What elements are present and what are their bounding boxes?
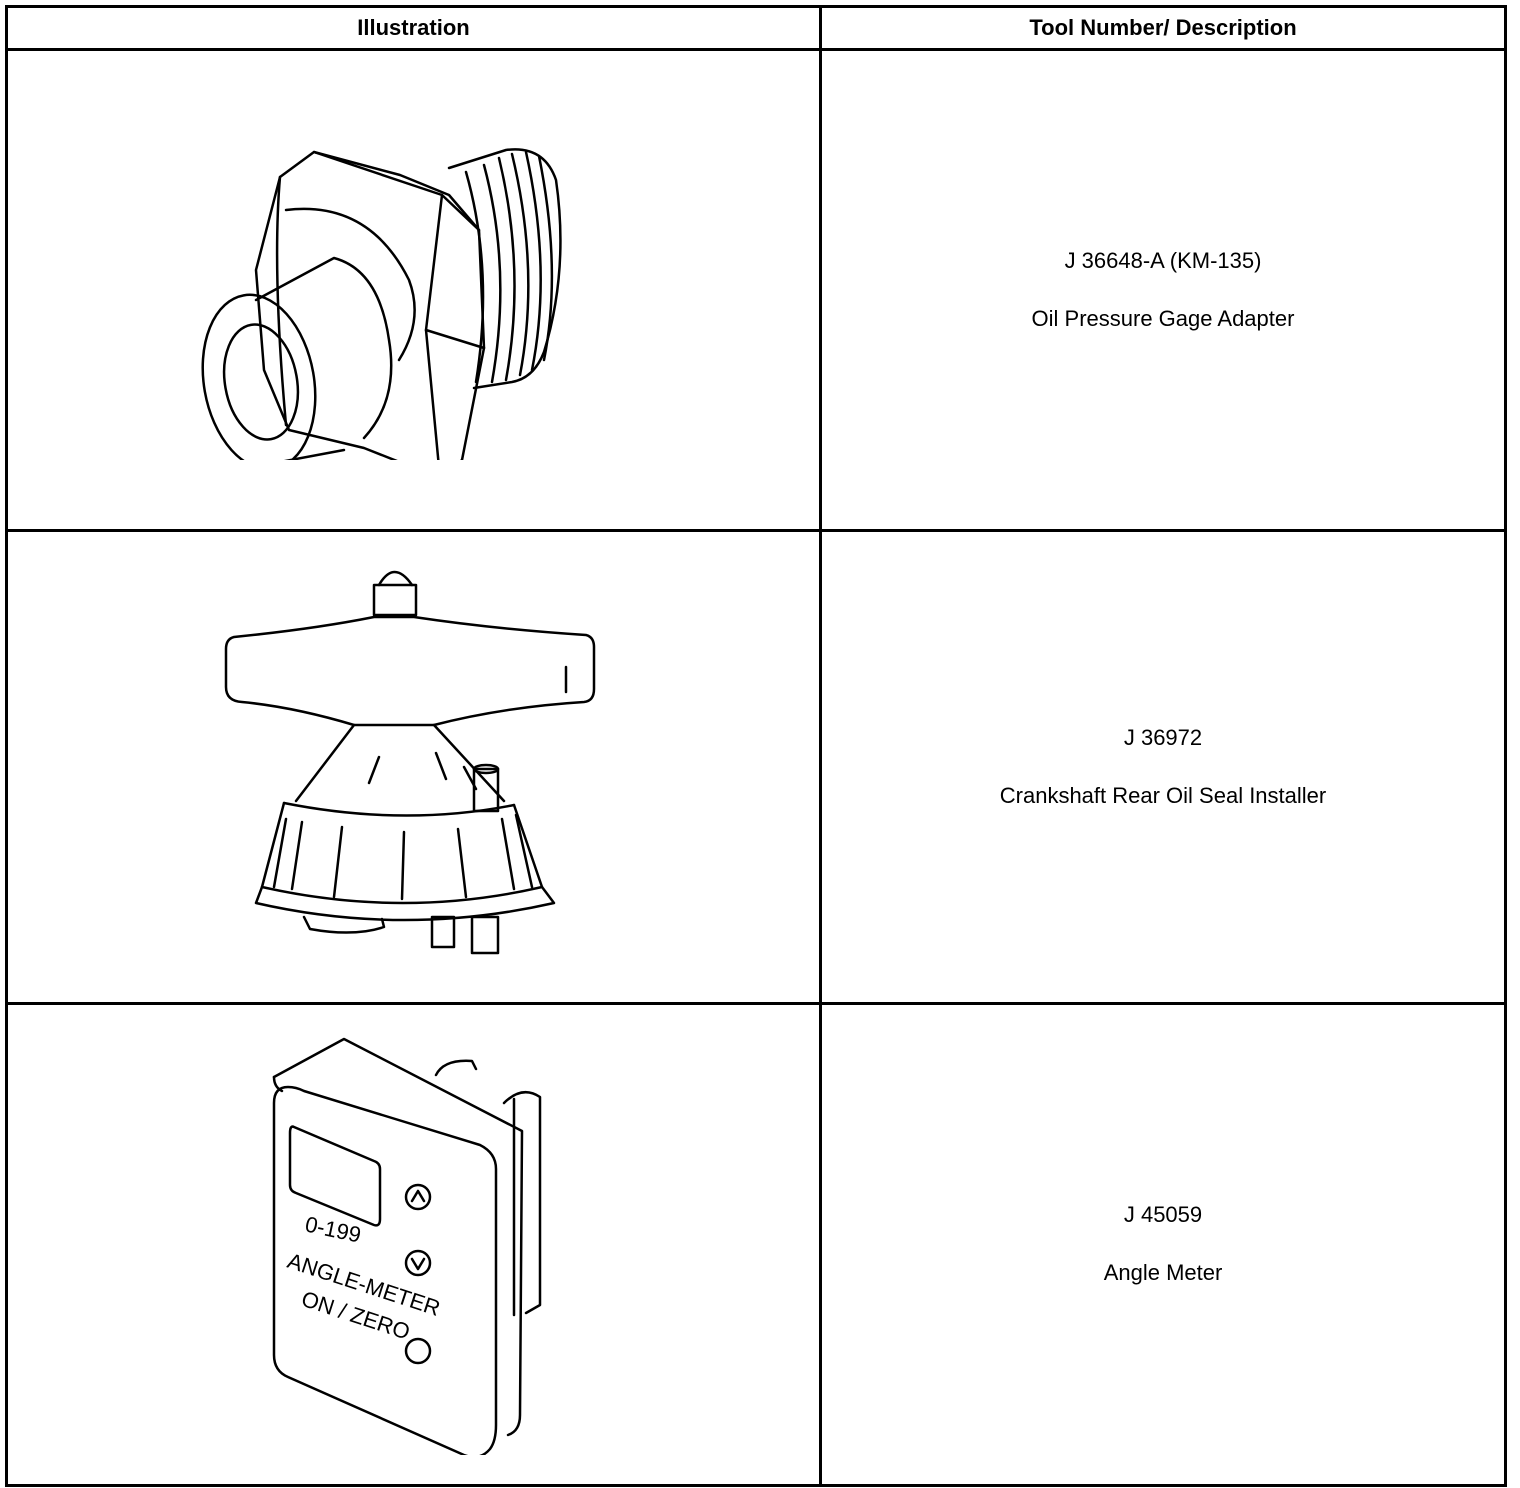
tool-number: J 45059 [1123, 1202, 1203, 1228]
description-column-header: Tool Number/ Description [819, 5, 1507, 51]
tool-description: Oil Pressure Gage Adapter [1031, 305, 1295, 331]
illustration-column-header: Illustration [5, 5, 822, 51]
illustration-cell [5, 529, 822, 1005]
table-row: J 36972 Crankshaft Rear Oil Seal Install… [5, 529, 1507, 1005]
illustration-cell [5, 48, 822, 532]
tool-description: Angle Meter [1103, 1260, 1223, 1285]
crankshaft-rear-oil-seal-installer-icon [214, 557, 614, 977]
description-cell: J 36972 Crankshaft Rear Oil Seal Install… [819, 529, 1507, 1005]
header-row: Illustration Tool Number/ Description [5, 5, 1507, 51]
angle-meter-icon: 0-199 ANGLE-METER ON / ZERO [264, 1035, 564, 1455]
tool-number: J 36648-A (KM-135) [1064, 247, 1262, 273]
illustration-cell: 0-199 ANGLE-METER ON / ZERO [5, 1002, 822, 1487]
table-row: 0-199 ANGLE-METER ON / ZERO J 45059 Angl… [5, 1002, 1507, 1487]
special-tools-table: Illustration Tool Number/ Description [5, 5, 1507, 1487]
tool-description: Crankshaft Rear Oil Seal Installer [999, 782, 1327, 808]
table-row: J 36648-A (KM-135) Oil Pressure Gage Ada… [5, 48, 1507, 532]
oil-pressure-gage-adapter-icon [194, 120, 634, 460]
description-cell: J 45059 Angle Meter [819, 1002, 1507, 1487]
tool-number: J 36972 [1123, 724, 1203, 750]
description-cell: J 36648-A (KM-135) Oil Pressure Gage Ada… [819, 48, 1507, 532]
